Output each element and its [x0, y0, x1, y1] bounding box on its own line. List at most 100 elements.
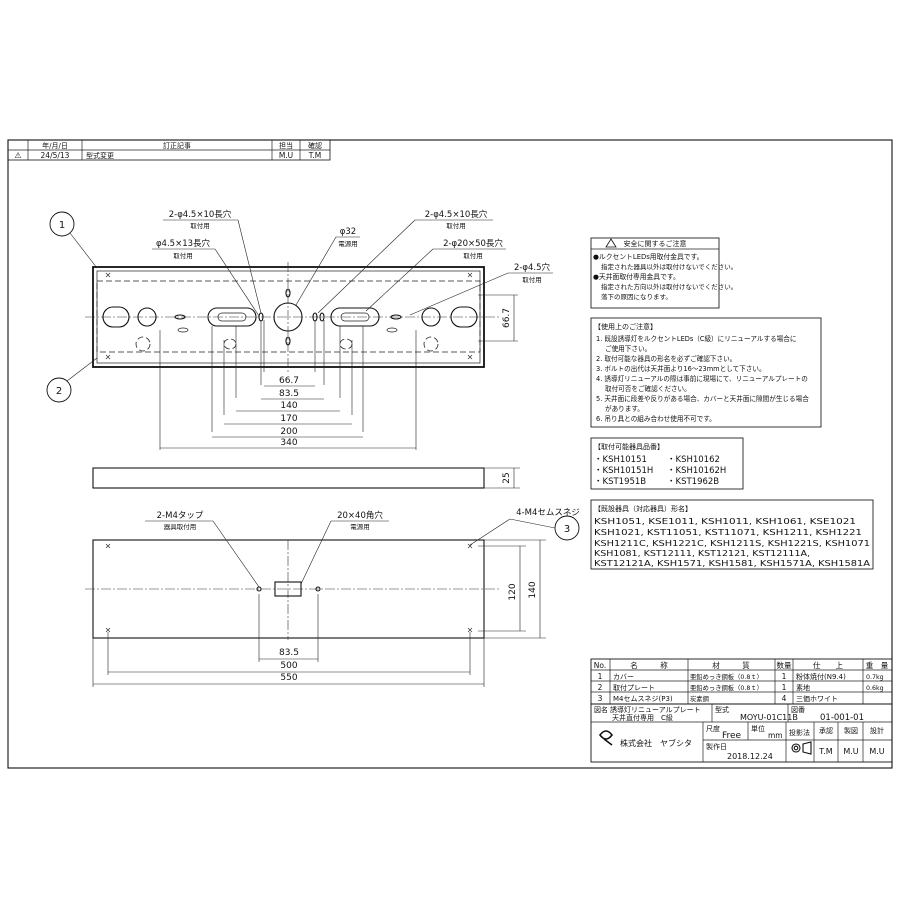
balloon-3: 3: [509, 515, 580, 541]
rev-text: 型式変更: [86, 151, 114, 160]
usage-line-1: 1. 既設誘導灯をルクセントLEDs（C級）にリニューアルする場合に: [596, 334, 796, 343]
dim-plate-120: 120: [508, 583, 518, 600]
existing-title: 【既設器具（対応器具）形名】: [594, 504, 692, 513]
compatible-1-1: ・KSH10151: [594, 455, 647, 465]
warning-icon: [605, 238, 617, 248]
dim-200: 200: [280, 427, 297, 437]
part-3-qty: 4: [782, 694, 787, 703]
parts-header-weight: 重 量: [866, 661, 889, 670]
title-name-line-2: 天井直付専用 C級: [612, 713, 673, 722]
power-hole-32: [273, 302, 303, 332]
title-unit: mm: [768, 731, 783, 740]
title-drawing-no-label: 図番: [791, 706, 805, 714]
slot-center-right: [330, 307, 380, 327]
usage-line-4: 3. ボルトの出代は天井面より16～23mmとして下さい。: [596, 364, 766, 373]
dim-25: 25: [502, 472, 512, 483]
part-1-qty: 1: [782, 672, 787, 681]
callout-power-hole-sub: 電源用: [338, 239, 358, 248]
top-view-callouts: 2-φ4.5×10長穴 取付用 φ4.5×13長穴 取付用 φ32 電源用 2-…: [152, 209, 553, 317]
part-2-weight: 0.6kg: [866, 685, 884, 692]
compatible-2-2: ・KSH10162H: [667, 466, 726, 476]
existing-line-5: KST12121A, KSH1571, KSH1581, KSH1571A, K…: [594, 558, 870, 568]
title-date: 2018.12.24: [727, 752, 773, 761]
callout-slot-10-left: 2-φ4.5×10長穴: [169, 209, 232, 220]
compatible-title: 【取付可能器具品番】: [594, 442, 664, 451]
part-1-no: 1: [598, 672, 603, 681]
callout-slot-10-left-sub: 取付用: [190, 221, 210, 230]
parts-header-material: 材 質: [712, 660, 750, 670]
title-model-label: 型式: [715, 705, 729, 714]
usage-line-9: 6. 吊り具との組み合わせ使用不可です。: [596, 414, 716, 423]
part-3-name: M4セムスネジ(P3): [613, 695, 673, 703]
part-3-material: 炭素鋼: [690, 694, 709, 703]
dim-83-5: 83.5: [279, 389, 299, 399]
part-1-name: カバー: [613, 673, 634, 681]
compatible-1-2: ・KSH10151H: [594, 466, 653, 476]
compatible-2-3: ・KST1962B: [667, 477, 719, 487]
safety-line-2: 指定された器具以外は取付けないでください。: [601, 262, 737, 271]
safety-line-4: 指定された方向以外は取付けないでください。: [601, 282, 737, 291]
title-drawing-no: 01-001-01: [820, 713, 864, 723]
title-made-label: 製作日: [706, 742, 727, 751]
part-2-no: 2: [598, 683, 603, 692]
title-approve: T.M: [818, 747, 832, 756]
callout-hole-45: 2-φ4.5穴: [514, 262, 551, 273]
title-scale: Free: [722, 731, 742, 741]
title-name-label: 図名: [594, 705, 608, 714]
plate-callouts: 2-M4タップ 器具取付用 20×40角穴 電源用 4-M4セムスネジ: [145, 508, 580, 588]
usage-line-7: 5. 天井面に段差や反りがある場合、カバーと天井面に隙間が生じる場合: [596, 394, 809, 403]
title-design: M.U: [869, 747, 884, 756]
title-design-label: 設計: [870, 726, 884, 735]
plate-dimensions: 83.5 500 550 120 140: [92, 539, 546, 687]
callout-slot-20x50-sub: 取付用: [463, 251, 483, 260]
dim-plate-140: 140: [528, 581, 538, 598]
dim-170: 170: [280, 414, 297, 424]
slot-20x50-left: [102, 306, 130, 328]
rev-by: M.U: [279, 151, 293, 160]
callout-m4-screw: 4-M4セムスネジ: [516, 508, 580, 518]
parts-header-finish: 仕 上: [813, 660, 843, 670]
company-logo: [598, 730, 614, 746]
rev-check: T.M: [308, 151, 322, 160]
title-draw: M.U: [843, 747, 858, 756]
existing-line-4: KSH1081, KST12111, KST12121, KST12111A,: [594, 548, 810, 558]
rev-date: 24/5/13: [41, 151, 70, 160]
callout-power-hole: φ32: [340, 227, 356, 237]
part-2-finish: 素地: [796, 683, 810, 692]
existing-fixtures: 【既設器具（対応器具）形名】 KSH1051, KSE1011, KSH1011…: [590, 499, 874, 570]
company-name: 株式会社 ヤブシタ: [620, 738, 692, 748]
corner-marks: [105, 272, 473, 360]
projection-symbol-icon: [791, 741, 812, 755]
callout-slot-13: φ4.5×13長穴: [156, 238, 211, 249]
parts-table: No. 名 称 材 質 数量 仕 上 重 量 1 カバー 亜鉛めっき鋼板（0.8…: [590, 658, 893, 705]
balloon-2: 2: [46, 357, 98, 403]
sheet-border: [7, 139, 893, 769]
hole-round-2: [421, 307, 441, 327]
part-2-material: 亜鉛めっき鋼板（0.8ｔ）: [690, 683, 763, 692]
part-2-name: 取付プレート: [613, 683, 655, 692]
usage-line-8: があります。: [605, 404, 644, 413]
revision-table: 年/月/日 訂正記事 担当 確認 ⚠ 24/5/13 型式変更 M.U T.M: [7, 139, 331, 161]
compatible-1-3: ・KST1951B: [594, 477, 646, 487]
hole-round-3: [135, 336, 151, 352]
callout-slot-20x50: 2-φ20×50長穴: [443, 238, 503, 249]
callout-slot-10-right-sub: 取付用: [446, 221, 466, 230]
usage-line-5: 4. 誘導灯リニューアルの際は事前に現場にて、リニューアルプレートの: [596, 374, 808, 383]
rev-header-text: 訂正記事: [163, 141, 191, 150]
title-unit-label: 単位: [751, 724, 765, 733]
balloon-1-label: 1: [59, 220, 65, 231]
parts-header-name: 名 称: [630, 660, 668, 670]
title-model: MOYU-01C11B: [740, 713, 798, 722]
part-2-qty: 1: [782, 683, 787, 692]
dim-plate-500: 500: [280, 661, 297, 671]
title-block: 図名 誘導灯リニューアルプレート 天井直付専用 C級 型式 MOYU-01C11…: [590, 703, 893, 763]
part-3-no: 3: [598, 694, 603, 703]
compatible-2-1: ・KSH10162: [667, 455, 720, 465]
compatible-models: 【取付可能器具品番】 ・KSH10151 ・KSH10151H ・KST1951…: [590, 437, 744, 490]
title-approve-label: 承認: [819, 726, 833, 735]
rev-header-check: 確認: [308, 141, 322, 150]
hole-round-1: [137, 307, 157, 327]
existing-line-1: KSH1051, KSE1011, KSH1011, KSH1061, KSE1…: [594, 516, 856, 526]
safety-line-5: 落下の原因になります。: [601, 292, 672, 301]
title-name-line-1: 誘導灯リニューアルプレート: [610, 705, 701, 714]
